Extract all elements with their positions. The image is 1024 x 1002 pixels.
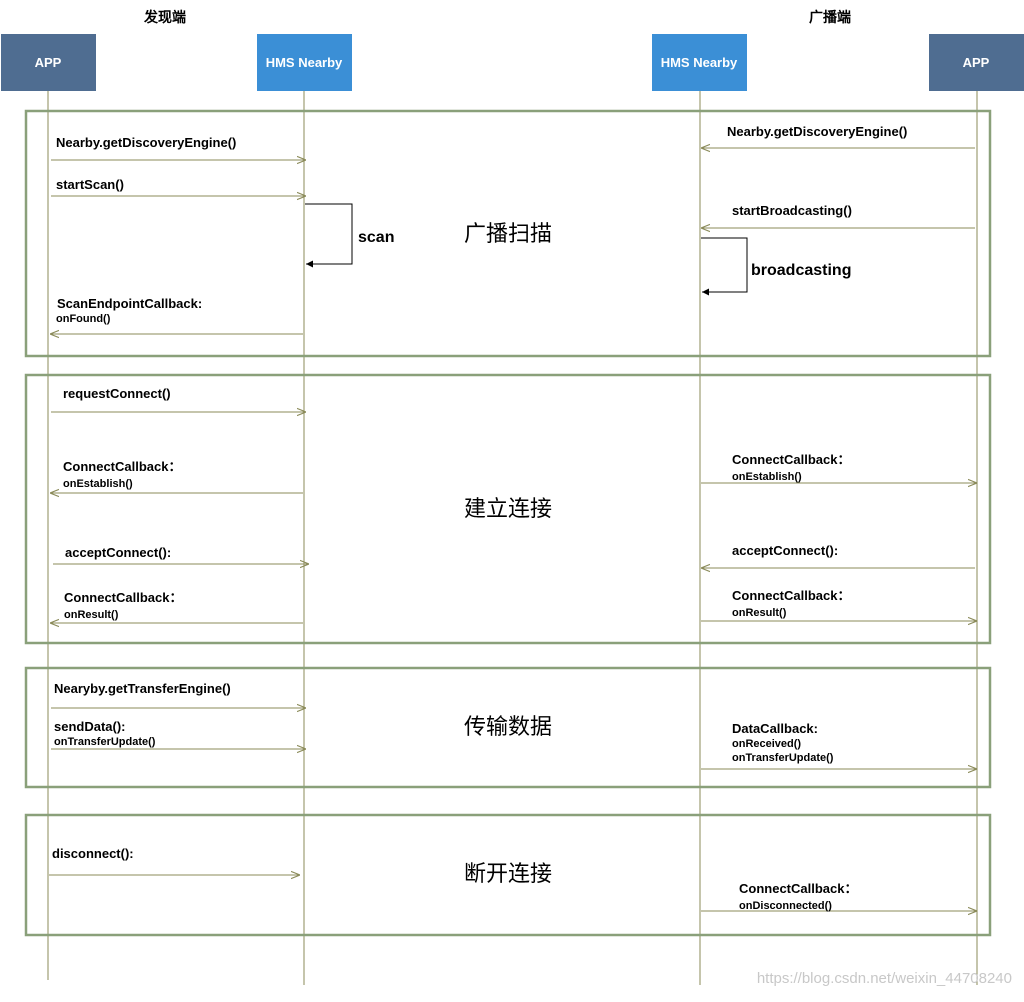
participant-app-right: APP bbox=[929, 34, 1024, 91]
message-sublabel: onTransferUpdate() bbox=[54, 736, 156, 748]
message-label: disconnect(): bbox=[52, 846, 134, 861]
message-sublabel: onReceived() bbox=[732, 738, 801, 750]
lifelines bbox=[47, 90, 978, 985]
participant-hms-right: HMS Nearby bbox=[652, 34, 747, 91]
message-label: ConnectCallback： bbox=[732, 452, 850, 467]
self-call-label: broadcasting bbox=[751, 262, 851, 279]
self-call-label: scan bbox=[358, 229, 394, 246]
message-label: acceptConnect(): bbox=[732, 543, 838, 558]
message-label: ConnectCallback： bbox=[63, 459, 181, 474]
message-sublabel: onResult() bbox=[732, 607, 787, 619]
message-label: acceptConnect(): bbox=[65, 545, 171, 560]
watermark: https://blog.csdn.net/weixin_44708240 bbox=[757, 970, 1012, 987]
participant-label: HMS Nearby bbox=[266, 55, 343, 70]
message-sublabel: onFound() bbox=[56, 313, 111, 325]
message-arrows bbox=[49, 148, 977, 911]
phase-label-disconnect: 断开连接 bbox=[464, 862, 552, 887]
message-label: Nearyby.getTransferEngine() bbox=[54, 681, 231, 696]
self-call-scan: scan bbox=[305, 203, 394, 268]
phase-frame-transfer bbox=[24, 666, 992, 789]
message-label: ConnectCallback： bbox=[64, 590, 182, 605]
participant-app-left: APP bbox=[1, 34, 96, 91]
broadcast-side-title: 广播端 bbox=[809, 9, 851, 25]
message-label: DataCallback: bbox=[732, 721, 818, 736]
message-label: Nearby.getDiscoveryEngine() bbox=[56, 135, 236, 150]
message-label: Nearby.getDiscoveryEngine() bbox=[727, 124, 907, 139]
message-sublabel: onDisconnected() bbox=[739, 900, 832, 912]
message-label: requestConnect() bbox=[63, 386, 171, 401]
phase-frames bbox=[24, 109, 992, 937]
message-labels: Nearby.getDiscoveryEngine() startScan() … bbox=[52, 124, 907, 912]
participant-label: APP bbox=[35, 55, 62, 70]
discovery-side-title: 发现端 bbox=[143, 9, 186, 25]
message-sublabel: onTransferUpdate() bbox=[732, 752, 834, 764]
message-label: ConnectCallback： bbox=[732, 588, 850, 603]
participant-label: APP bbox=[963, 55, 990, 70]
phase-label-transfer: 传输数据 bbox=[464, 715, 552, 740]
message-sublabel: onResult() bbox=[64, 609, 119, 621]
message-label: ScanEndpointCallback: bbox=[57, 296, 202, 311]
phase-label-connect: 建立连接 bbox=[464, 497, 552, 522]
message-sublabel: onEstablish() bbox=[732, 471, 802, 483]
message-label: ConnectCallback： bbox=[739, 881, 857, 896]
message-sublabel: onEstablish() bbox=[63, 478, 133, 490]
message-label: sendData(): bbox=[54, 719, 126, 734]
self-call-broadcasting: broadcasting bbox=[701, 237, 851, 296]
message-label: startBroadcasting() bbox=[732, 203, 852, 218]
phase-frame-connect bbox=[24, 373, 992, 645]
message-label: startScan() bbox=[56, 177, 124, 192]
participant-label: HMS Nearby bbox=[661, 55, 738, 70]
phase-frame-disconnect bbox=[24, 813, 992, 937]
phase-frame-scan bbox=[24, 109, 992, 358]
participant-hms-left: HMS Nearby bbox=[257, 34, 352, 91]
phase-label-scan: 广播扫描 bbox=[464, 222, 552, 247]
